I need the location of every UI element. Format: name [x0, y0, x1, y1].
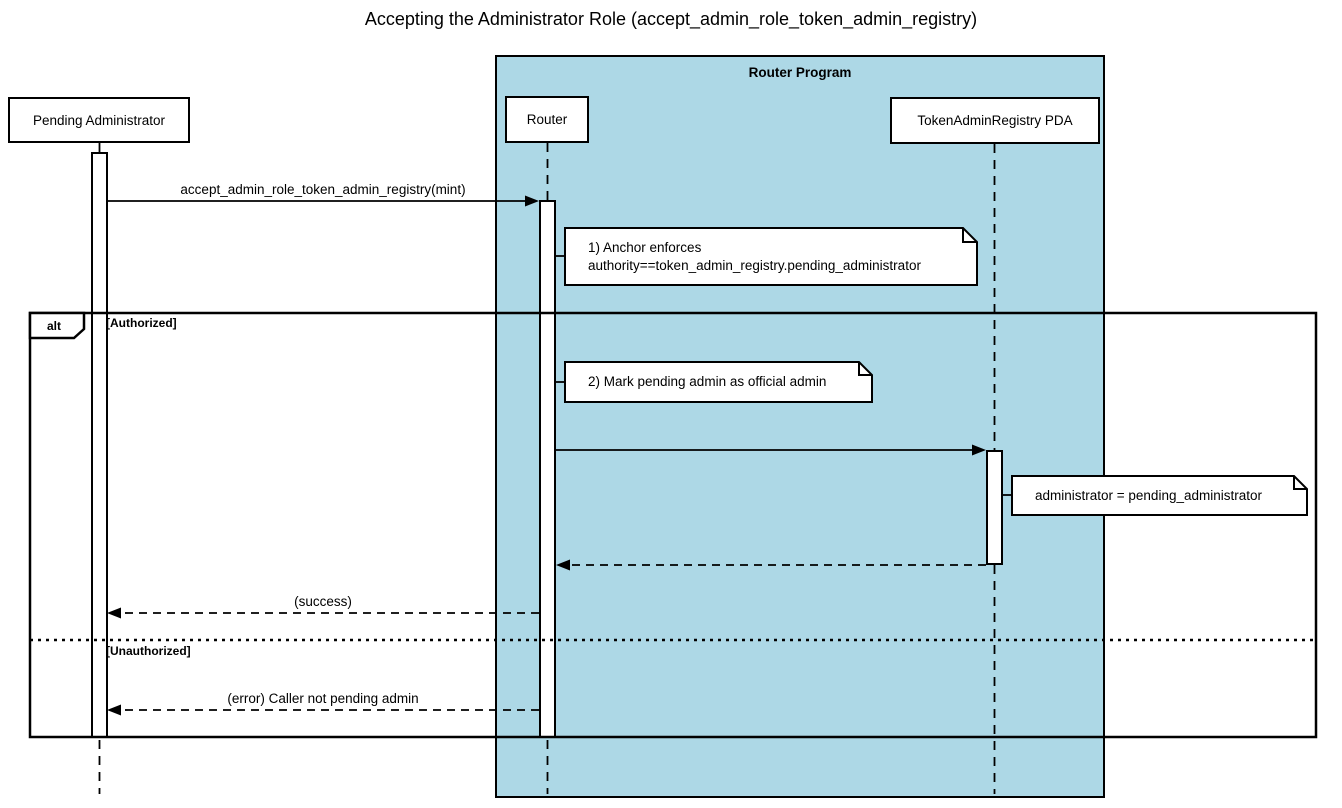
message-error-label: (error) Caller not pending admin	[227, 691, 419, 706]
note-anchor-enforces: 1) Anchor enforces authority==token_admi…	[565, 228, 977, 285]
note-assign-admin: administrator = pending_administrator	[1012, 476, 1307, 515]
note-shape-mark-admin-fold	[858, 362, 872, 376]
note-shape-anchor	[564, 227, 978, 286]
participant-box-router: Router	[505, 96, 589, 143]
note-shape-mark-admin	[564, 361, 873, 403]
note-shape-assign-fold	[1293, 476, 1307, 490]
alt-operator-pentagon	[28, 311, 86, 340]
diagram-title: Accepting the Administrator Role (accept…	[364, 9, 978, 29]
note-mark-admin-text: 2) Mark pending admin as official admin	[588, 374, 827, 389]
arrowhead-registry-return	[556, 559, 570, 571]
note-assign-text: administrator = pending_administrator	[1035, 487, 1262, 503]
alt-frame-border	[28, 311, 1318, 739]
arrowhead-success-return	[107, 607, 121, 619]
router-program-label: Router Program	[748, 65, 852, 80]
arrowhead-update-registry	[972, 444, 986, 456]
guard-unauthorized-label: [Unauthorized]	[106, 644, 191, 658]
arrowhead-error-return	[107, 704, 121, 716]
guard-authorized-label: [Authorized]	[106, 316, 177, 330]
note-anchor-line1: 1) Anchor enforces	[588, 239, 702, 255]
note-shape-anchor-fold	[962, 228, 977, 243]
participant-label-registry-pda: TokenAdminRegistry PDA	[917, 113, 1073, 128]
note-shape-assign	[1011, 475, 1308, 516]
participant-label-router: Router	[526, 112, 568, 127]
note-anchor-line2: authority==token_admin_registry.pending_…	[588, 257, 921, 273]
activation-bar-registry-pda	[986, 450, 1003, 565]
participant-label-pending-administrator: Pending Administrator	[32, 112, 166, 128]
message-success-label: (success)	[294, 594, 352, 609]
alt-operator-label: alt	[46, 318, 61, 333]
participant-box-pending-administrator: Pending Administrator	[8, 97, 190, 143]
participant-box-registry-pda: TokenAdminRegistry PDA	[890, 97, 1100, 144]
note-mark-admin: 2) Mark pending admin as official admin	[565, 362, 872, 402]
router-program-container	[495, 55, 1105, 798]
message-call-label: accept_admin_role_token_admin_registry(m…	[180, 182, 466, 197]
arrowhead-call	[525, 195, 539, 207]
